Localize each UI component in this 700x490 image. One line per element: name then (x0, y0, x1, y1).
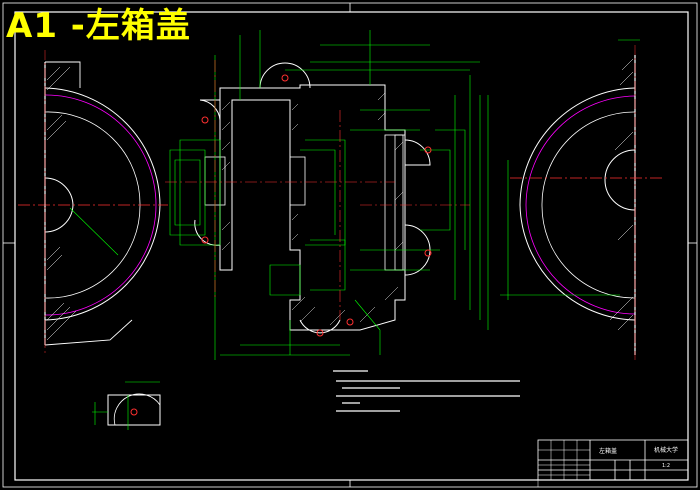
drawing-title: A1 -左箱盖 (6, 6, 191, 46)
right-view-bore (604, 149, 636, 211)
detail-view-arc (113, 393, 161, 426)
title-block-scale: 1:2 (662, 463, 670, 469)
left-view-leader (69, 207, 119, 256)
left-view-hatch (46, 66, 77, 341)
right-view-inner-arc (541, 111, 636, 299)
title-block[interactable]: 左箱盖 机械大学 1:2 (537, 439, 689, 487)
section-outline (194, 62, 431, 334)
section-holes (201, 74, 432, 337)
title-block-drawing-name: 左箱盖 (599, 447, 617, 455)
right-view-dimensions (500, 39, 640, 300)
detail-view-hole (130, 408, 138, 416)
left-view-flange (44, 61, 133, 346)
section-centerlines (165, 60, 470, 320)
right-view-outer-arc (519, 87, 636, 321)
left-side-view[interactable] (18, 50, 168, 355)
left-view-outer-arc (44, 87, 161, 321)
detail-view-dims (92, 395, 129, 430)
frame-center-marks (3, 3, 697, 487)
detail-view-block (107, 394, 161, 426)
title-block-company: 机械大学 (654, 446, 678, 454)
right-side-view[interactable] (500, 39, 665, 360)
section-dimensions (169, 30, 489, 360)
center-section-view[interactable] (165, 30, 489, 360)
right-view-hatch (609, 58, 634, 331)
right-view-pitch-arc (525, 95, 636, 315)
technical-notes (333, 370, 520, 412)
detail-view[interactable] (92, 381, 161, 430)
section-hatch (221, 92, 404, 326)
sheet-inner-border (14, 11, 689, 481)
left-view-pitch-arc (44, 94, 157, 316)
title-block-grid-lines (537, 440, 590, 487)
